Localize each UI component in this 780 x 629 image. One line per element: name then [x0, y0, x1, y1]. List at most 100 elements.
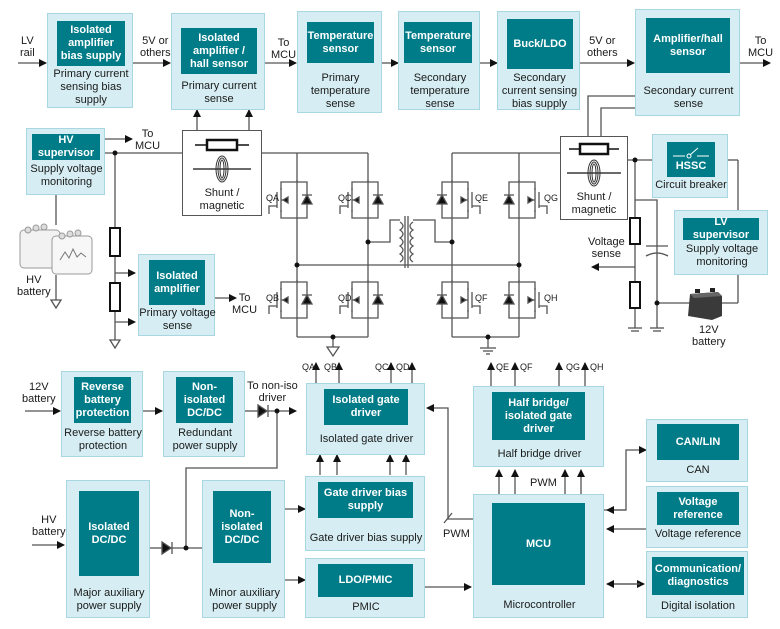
- xfmr-primary-lead: [368, 219, 400, 243]
- mcu-block[interactable]: MCU Microcontroller: [473, 494, 604, 618]
- hv-battery-label: HV battery: [17, 274, 51, 298]
- gate-bias-block[interactable]: Gate driver bias supply Gate driver bias…: [305, 476, 425, 551]
- non-iso-minor-block[interactable]: Non-isolated DC/DC Minor auxiliary power…: [202, 480, 285, 618]
- junction-dot: [365, 239, 371, 245]
- reverse-battery-caption: Reverse battery protection: [64, 427, 142, 452]
- gate-qe-label: QE: [496, 362, 510, 372]
- junction-dot: [274, 408, 280, 414]
- temp-secondary-chip: Temperature sensor: [404, 22, 472, 63]
- temp-secondary-block[interactable]: Temperature sensor Secondary temperature…: [398, 11, 480, 110]
- transistor-qb-label: QB: [266, 293, 280, 303]
- gate-qg-label: QG: [566, 362, 581, 372]
- switch-icon: [673, 147, 709, 159]
- can-caption: CAN: [686, 464, 710, 476]
- shunt2-sense-2: [600, 107, 636, 136]
- junction-dot: [183, 545, 189, 551]
- mosfet-qe-icon: [435, 180, 481, 219]
- hv-supervisor-block[interactable]: HV supervisor Supply voltage monitoring: [26, 128, 105, 195]
- comm-block[interactable]: Communication/ diagnostics Digital isola…: [646, 551, 748, 618]
- half-bridge-chip: Half bridge/ isolated gate driver: [492, 392, 585, 440]
- transistor-qg-label: QG: [544, 193, 559, 203]
- shunt-magnetic-icon-2: [567, 142, 621, 187]
- gnd-symbol: [49, 299, 63, 310]
- iso-amp-bias-caption: Primary current sensing bias supply: [53, 68, 129, 106]
- iso-dcdc-chip: Isolated DC/DC: [79, 491, 139, 576]
- battery-12v-label: 12V battery: [692, 324, 726, 348]
- resistor-icon: [629, 281, 641, 309]
- xfmr-coil-2: [409, 221, 415, 263]
- temp-secondary-caption: Secondary temperature sense: [410, 72, 470, 110]
- temp-primary-chip: Temperature sensor: [307, 22, 374, 63]
- gate-qf-label: QF: [520, 362, 533, 372]
- mosfet-qb-icon: [268, 280, 314, 319]
- hssc-block[interactable]: HSSC Circuit breaker: [652, 134, 728, 198]
- vref-chip: Voltage reference: [657, 492, 739, 525]
- hssc-caption: Circuit breaker: [655, 179, 727, 191]
- shunt-magnetic-icon: [193, 138, 251, 183]
- mosfet-qc-icon: [339, 180, 385, 219]
- lv-supervisor-block[interactable]: LV supervisor Supply voltage monitoring: [674, 210, 768, 275]
- transistor-qd-label: QD: [338, 293, 352, 303]
- junction-dot: [654, 300, 660, 306]
- xfmr-coil-1: [398, 221, 404, 263]
- junction-dot: [449, 239, 455, 245]
- buck-ldo-chip: Buck/LDO: [507, 19, 573, 69]
- isolated-amplifier-caption: Primary voltage sense: [139, 307, 216, 332]
- iso-amp-hall-caption: Primary current sense: [181, 80, 257, 105]
- hv-battery-in-label: HV battery: [32, 514, 66, 538]
- non-iso-minor-caption: Minor auxiliary power supply: [209, 587, 280, 612]
- transistor-qc-label: QC: [338, 193, 352, 203]
- hv-supervisor-chip: HV supervisor: [32, 134, 100, 160]
- transistor-qe-label: QE: [475, 193, 489, 203]
- lv-supervisor-caption: Supply voltage monitoring: [685, 243, 759, 268]
- hv-to-mcu-label: To MCU: [135, 128, 161, 152]
- reverse-battery-chip: Reverse battery protection: [74, 377, 131, 423]
- cap-wire: [635, 199, 690, 304]
- iso-amp-bias-block[interactable]: Isolated amplifier bias supply Primary c…: [47, 13, 133, 108]
- amp-hall-block[interactable]: Amplifier/hall sensor Secondary current …: [635, 9, 740, 116]
- buck-ldo-block[interactable]: Buck/LDO Secondary current sensing bias …: [497, 11, 580, 110]
- mcu-to-can: [604, 446, 647, 511]
- car-battery-icon: [688, 288, 722, 320]
- non-iso-redundant-chip: Non-isolated DC/DC: [176, 377, 233, 423]
- diode-1: [257, 403, 269, 419]
- reverse-battery-block[interactable]: Reverse battery protection Reverse batte…: [61, 371, 143, 457]
- amp-hall-chip: Amplifier/hall sensor: [646, 18, 730, 73]
- gate-bias-chip: Gate driver bias supply: [318, 482, 413, 518]
- xfmr-secondary-lead: [413, 219, 452, 243]
- resistor-icon: [629, 217, 641, 245]
- primary-shunt-block[interactable]: Shunt / magnetic: [182, 130, 262, 216]
- resistor-icon: [109, 282, 121, 312]
- junction-dot: [516, 262, 522, 268]
- temp-primary-block[interactable]: Temperature sensor Primary temperature s…: [297, 11, 382, 113]
- half-bridge-block[interactable]: Half bridge/ isolated gate driver Half b…: [473, 386, 604, 467]
- mosfet-qh-icon: [502, 280, 548, 319]
- hssc-chip: HSSC: [667, 142, 715, 177]
- diode-2: [161, 540, 173, 556]
- iso-dcdc-block[interactable]: Isolated DC/DC Major auxiliary power sup…: [66, 480, 150, 618]
- vref-caption: Voltage reference: [654, 528, 742, 540]
- to-mcu-label-2: To MCU: [748, 35, 774, 59]
- iso-amp-bias-chip: Isolated amplifier bias supply: [57, 21, 125, 66]
- gate-qa-label: QA: [302, 362, 316, 372]
- non-iso-redundant-block[interactable]: Non-isolated DC/DC Redundant power suppl…: [163, 371, 245, 457]
- to-non-iso-driver-label: To non-iso driver: [247, 380, 298, 404]
- isolated-amplifier-block[interactable]: Isolated amplifier Primary voltage sense: [138, 254, 216, 336]
- secondary-shunt-label: Shunt / magnetic: [571, 191, 617, 216]
- primary-shunt-label: Shunt / magnetic: [199, 187, 245, 212]
- non-iso-redundant-caption: Redundant power supply: [172, 427, 238, 452]
- cap-plate-2: [645, 252, 669, 257]
- secondary-shunt-block[interactable]: Shunt / magnetic: [560, 136, 628, 220]
- gate-qb-label: QB: [324, 362, 338, 372]
- vref-block[interactable]: Voltage reference Voltage reference: [646, 486, 748, 548]
- five-v-label-1: 5V or others: [140, 35, 171, 59]
- mosfet-qg-icon: [502, 180, 548, 219]
- iso-amp-hall-block[interactable]: Isolated amplifier / hall sensor Primary…: [171, 13, 265, 110]
- can-block[interactable]: CAN/LIN CAN: [646, 419, 748, 482]
- junction-dot: [112, 150, 118, 156]
- lv-supervisor-chip: LV supervisor: [683, 216, 759, 241]
- iso-gate-driver-block[interactable]: Isolated gate driver Isolated gate drive…: [306, 383, 425, 455]
- ldo-pmic-block[interactable]: LDO/PMIC PMIC: [305, 558, 425, 618]
- comm-chip: Communication/ diagnostics: [652, 557, 744, 595]
- can-chip: CAN/LIN: [657, 424, 739, 460]
